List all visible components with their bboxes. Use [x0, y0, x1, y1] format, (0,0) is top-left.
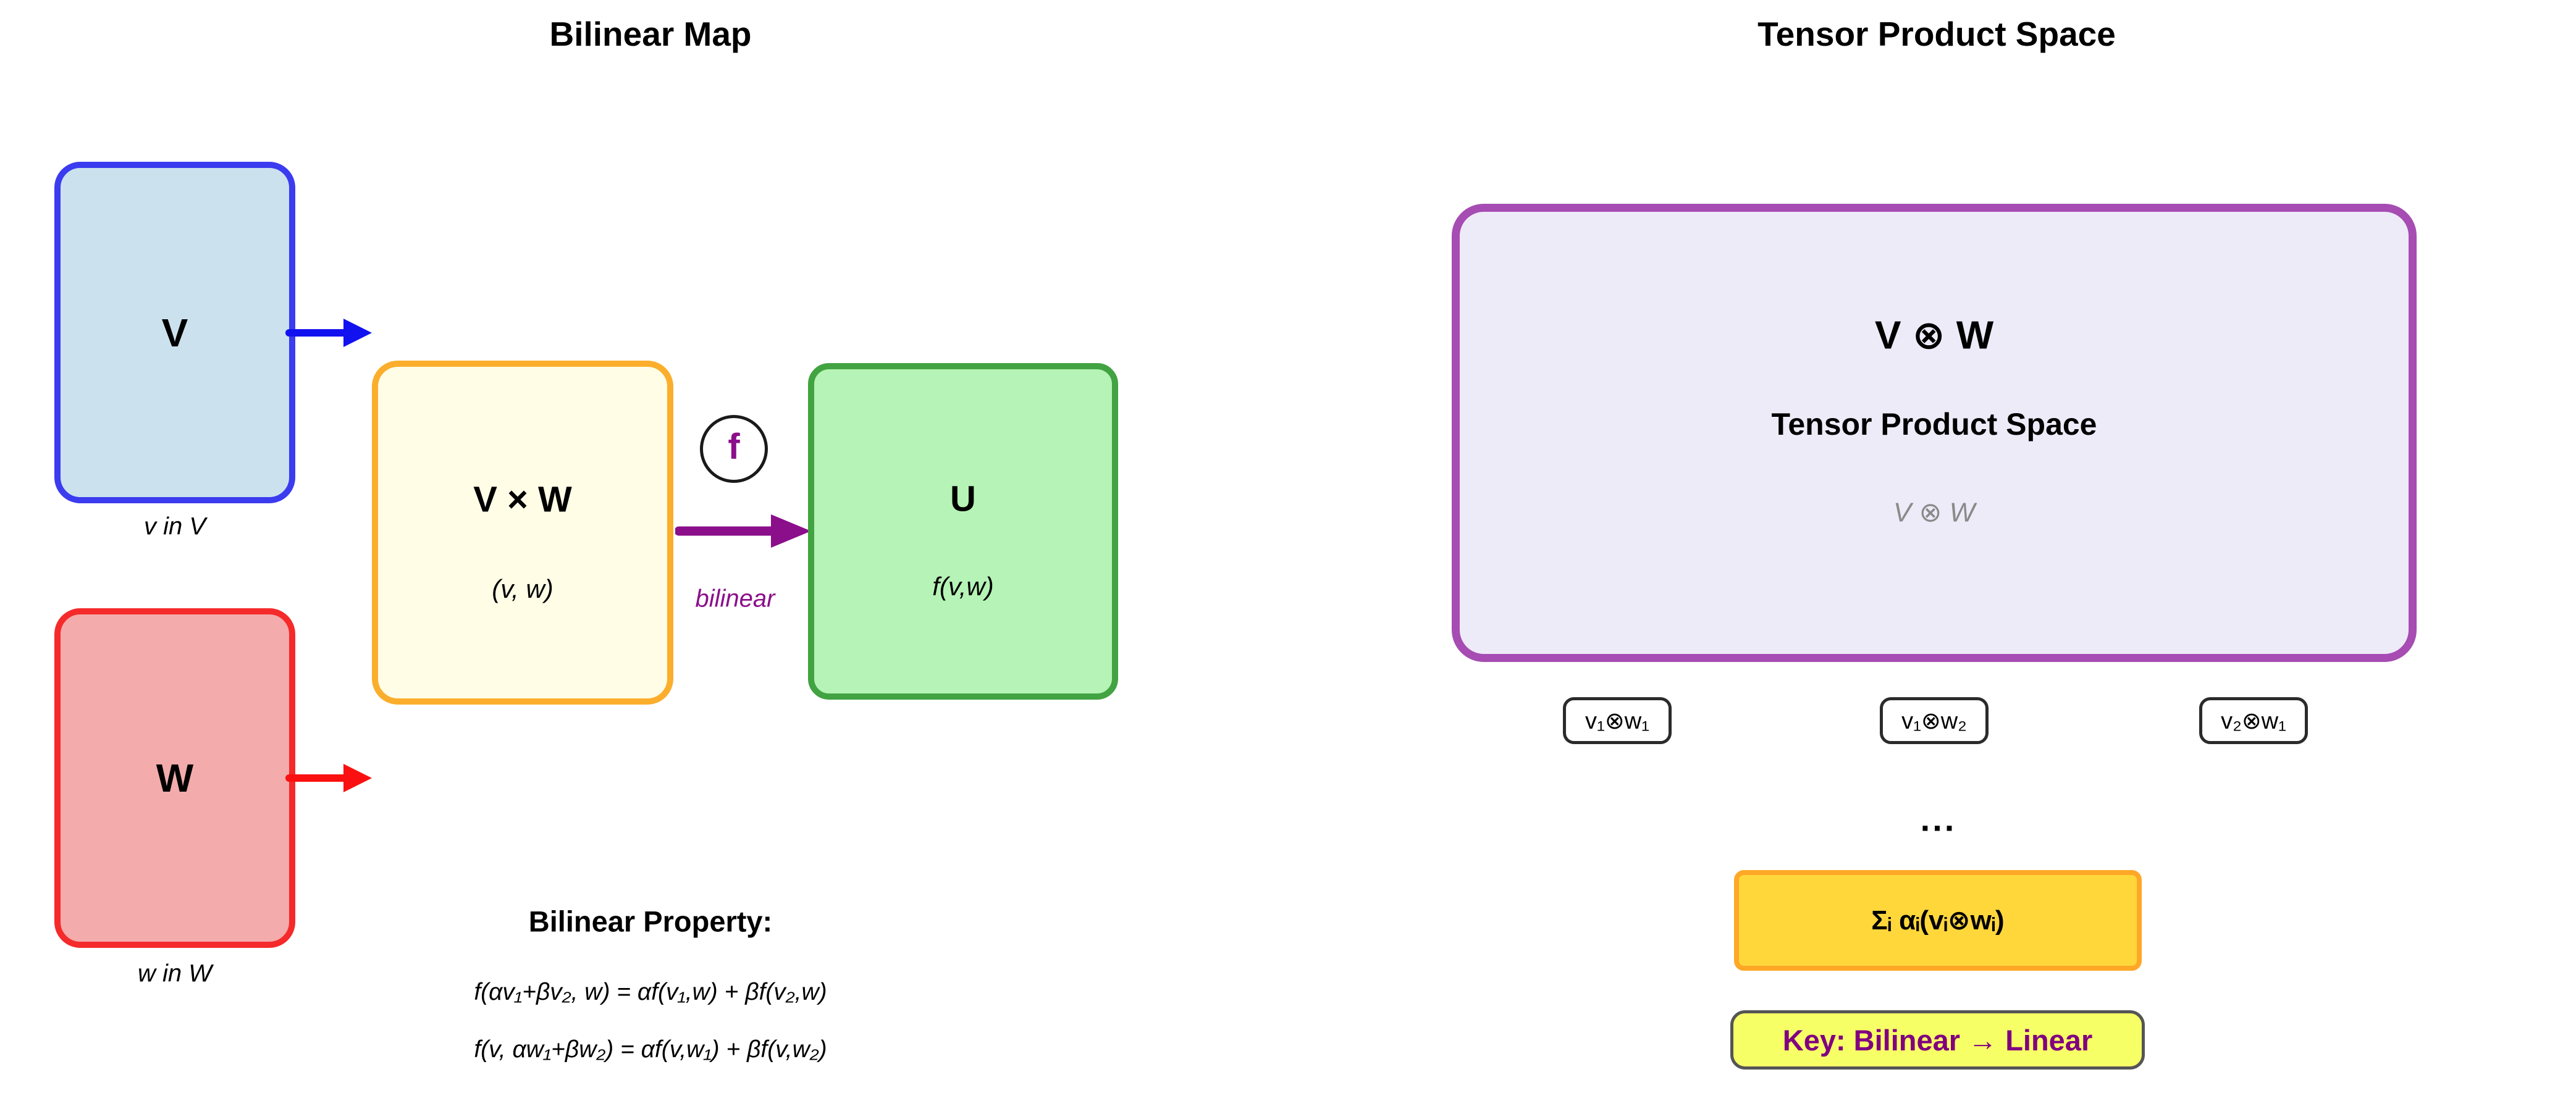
- bilinear-property-line2: f(v, αw₁+βw₂) = αf(v,w₁) + βf(v,w₂): [474, 1036, 827, 1063]
- left-panel-title: Bilinear Map: [549, 15, 752, 53]
- bilinear-map-arrow: [675, 514, 811, 548]
- w-to-product-arrow: [285, 764, 372, 792]
- target-space-u-box: U f(v,w): [808, 363, 1118, 700]
- basis-element-box-2: v₁⊗w₂: [1880, 697, 1989, 744]
- bilinear-arrow-label: bilinear: [695, 585, 775, 613]
- u-box-label: U: [950, 479, 976, 519]
- v-to-product-arrow: [285, 319, 372, 347]
- w-box-label: W: [156, 756, 194, 800]
- basis-element-box-3: v₂⊗w₁: [2199, 697, 2308, 744]
- key-takeaway-label: Key: Bilinear → Linear: [1782, 1023, 2093, 1057]
- linear-combination-label: Σᵢ αᵢ(vᵢ⊗wᵢ): [1871, 905, 2005, 936]
- map-f-circle: f: [700, 415, 768, 483]
- key-takeaway-box: Key: Bilinear → Linear: [1730, 1010, 2145, 1070]
- v-box-label: V: [161, 310, 188, 355]
- cartesian-product-box: V × W (v, w): [372, 361, 673, 705]
- v-box-caption: v in V: [143, 513, 206, 540]
- map-f-symbol: f: [728, 427, 740, 467]
- tensor-product-space-box: V ⊗ W Tensor Product Space V ⊗ W: [1452, 204, 2417, 662]
- vector-space-w-box: W: [54, 608, 295, 948]
- basis-element-box-1: v₁⊗w₁: [1563, 697, 1672, 744]
- tensor-box-symbol: V ⊗ W: [1874, 312, 1994, 358]
- w-box-caption: w in W: [138, 960, 212, 987]
- u-box-sublabel: f(v,w): [932, 571, 994, 601]
- tensor-box-subscript: V ⊗ W: [1893, 497, 1976, 528]
- tensor-box-name: Tensor Product Space: [1771, 406, 2097, 442]
- linear-combination-box: Σᵢ αᵢ(vᵢ⊗wᵢ): [1734, 870, 2142, 971]
- vector-space-v-box: V: [54, 162, 295, 503]
- basis-ellipsis: ...: [1920, 799, 1957, 839]
- product-box-sublabel: (v, w): [492, 574, 554, 603]
- bilinear-property-heading: Bilinear Property:: [528, 905, 773, 938]
- right-panel-title: Tensor Product Space: [1757, 15, 2116, 53]
- bilinear-property-line1: f(αv₁+βv₂, w) = αf(v₁,w) + βf(v₂,w): [474, 979, 827, 1005]
- product-box-label: V × W: [473, 479, 572, 520]
